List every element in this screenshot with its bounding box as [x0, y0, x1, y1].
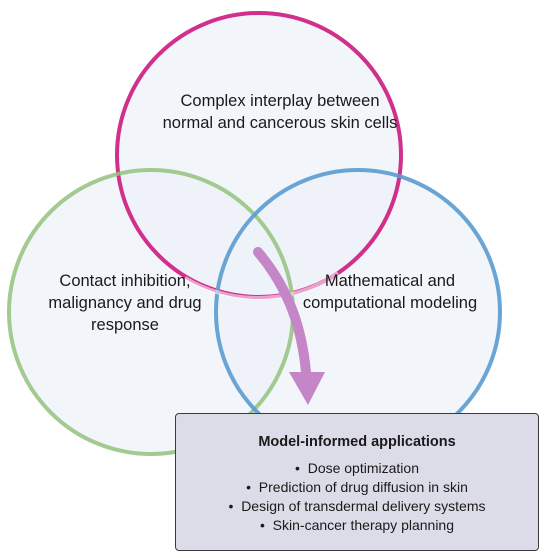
- list-item: Skin-cancer therapy planning: [176, 516, 538, 535]
- applications-box: Model-informed applications Dose optimiz…: [175, 413, 539, 551]
- list-item: Prediction of drug diffusion in skin: [176, 478, 538, 497]
- list-item: Design of transdermal delivery systems: [176, 497, 538, 516]
- overlap-fade: [183, 271, 340, 300]
- top-circle-label: Complex interplay between normal and can…: [162, 92, 398, 132]
- arrow-head: [289, 372, 325, 405]
- arrow-shaft: [253, 247, 311, 377]
- right-circle-label: Mathematical and computational modeling: [302, 272, 478, 312]
- list-item: Dose optimization: [176, 459, 538, 478]
- applications-list: Dose optimization Prediction of drug dif…: [176, 459, 538, 535]
- right-circle-fill: [216, 170, 500, 454]
- left-circle-fill: [9, 170, 293, 454]
- applications-title: Model-informed applications: [258, 434, 456, 450]
- left-circle-label: Contact inhibition, malignancy and drug …: [48, 272, 202, 334]
